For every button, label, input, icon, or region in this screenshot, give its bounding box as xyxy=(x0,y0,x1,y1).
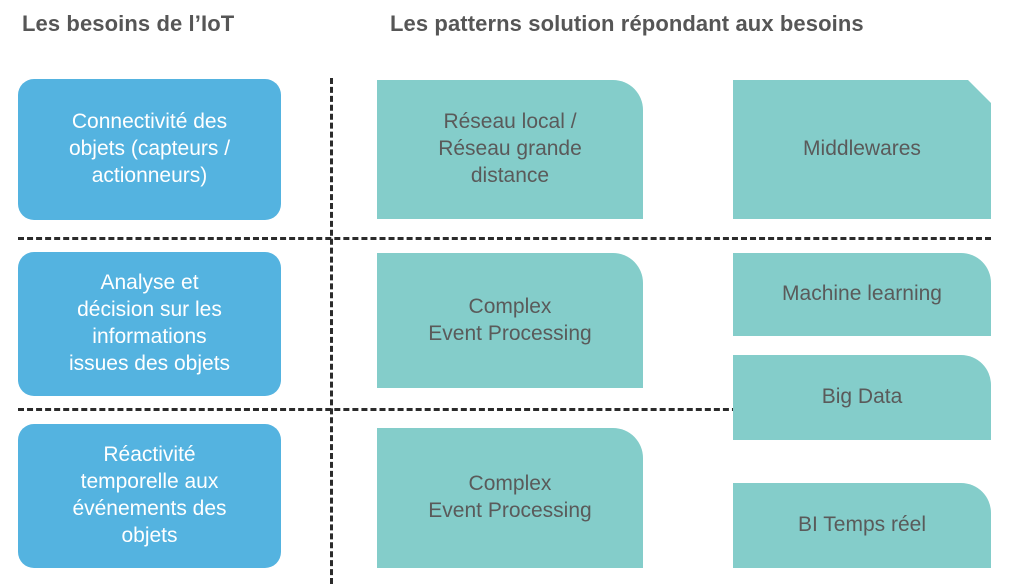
need-box-connectivity[interactable]: Connectivité des objets (capteurs / acti… xyxy=(18,79,281,220)
need-box-label: Analyse et décision sur les informations… xyxy=(68,271,231,375)
need-box-label: Connectivité des objets (capteurs / acti… xyxy=(68,110,231,187)
pattern-box-label: Middlewares xyxy=(803,137,921,161)
pattern-box-label: Complex Event Processing xyxy=(428,472,592,522)
row-divider-1 xyxy=(18,237,991,240)
column-divider-1 xyxy=(330,78,333,584)
pattern-box-label: Big Data xyxy=(821,385,903,409)
need-box-analysis[interactable]: Analyse et décision sur les informations… xyxy=(18,252,281,396)
pattern-box-network[interactable]: Réseau local / Réseau grande distance xyxy=(377,80,643,219)
need-box-reactivity[interactable]: Réactivité temporelle aux événements des… xyxy=(18,424,281,568)
pattern-box-label: Réseau local / Réseau grande distance xyxy=(438,110,582,187)
pattern-box-middlewares[interactable]: Middlewares xyxy=(733,80,991,219)
column-heading-patterns: Les patterns solution répondant aux beso… xyxy=(390,11,864,36)
pattern-box-label: BI Temps réel xyxy=(798,513,926,537)
pattern-box-label: Machine learning xyxy=(782,282,942,306)
pattern-box-cep-analysis[interactable]: Complex Event Processing xyxy=(377,253,643,388)
pattern-box-label: Complex Event Processing xyxy=(428,294,592,345)
pattern-box-big-data[interactable]: Big Data xyxy=(733,355,991,440)
pattern-box-cep-reactivity[interactable]: Complex Event Processing xyxy=(377,428,643,568)
row-divider-2 xyxy=(18,408,991,411)
pattern-box-bi-temps-reel[interactable]: BI Temps réel xyxy=(733,483,991,568)
column-heading-needs: Les besoins de l’IoT xyxy=(22,11,235,36)
pattern-box-machine-learning[interactable]: Machine learning xyxy=(733,253,991,336)
need-box-label: Réactivité temporelle aux événements des… xyxy=(72,443,227,547)
